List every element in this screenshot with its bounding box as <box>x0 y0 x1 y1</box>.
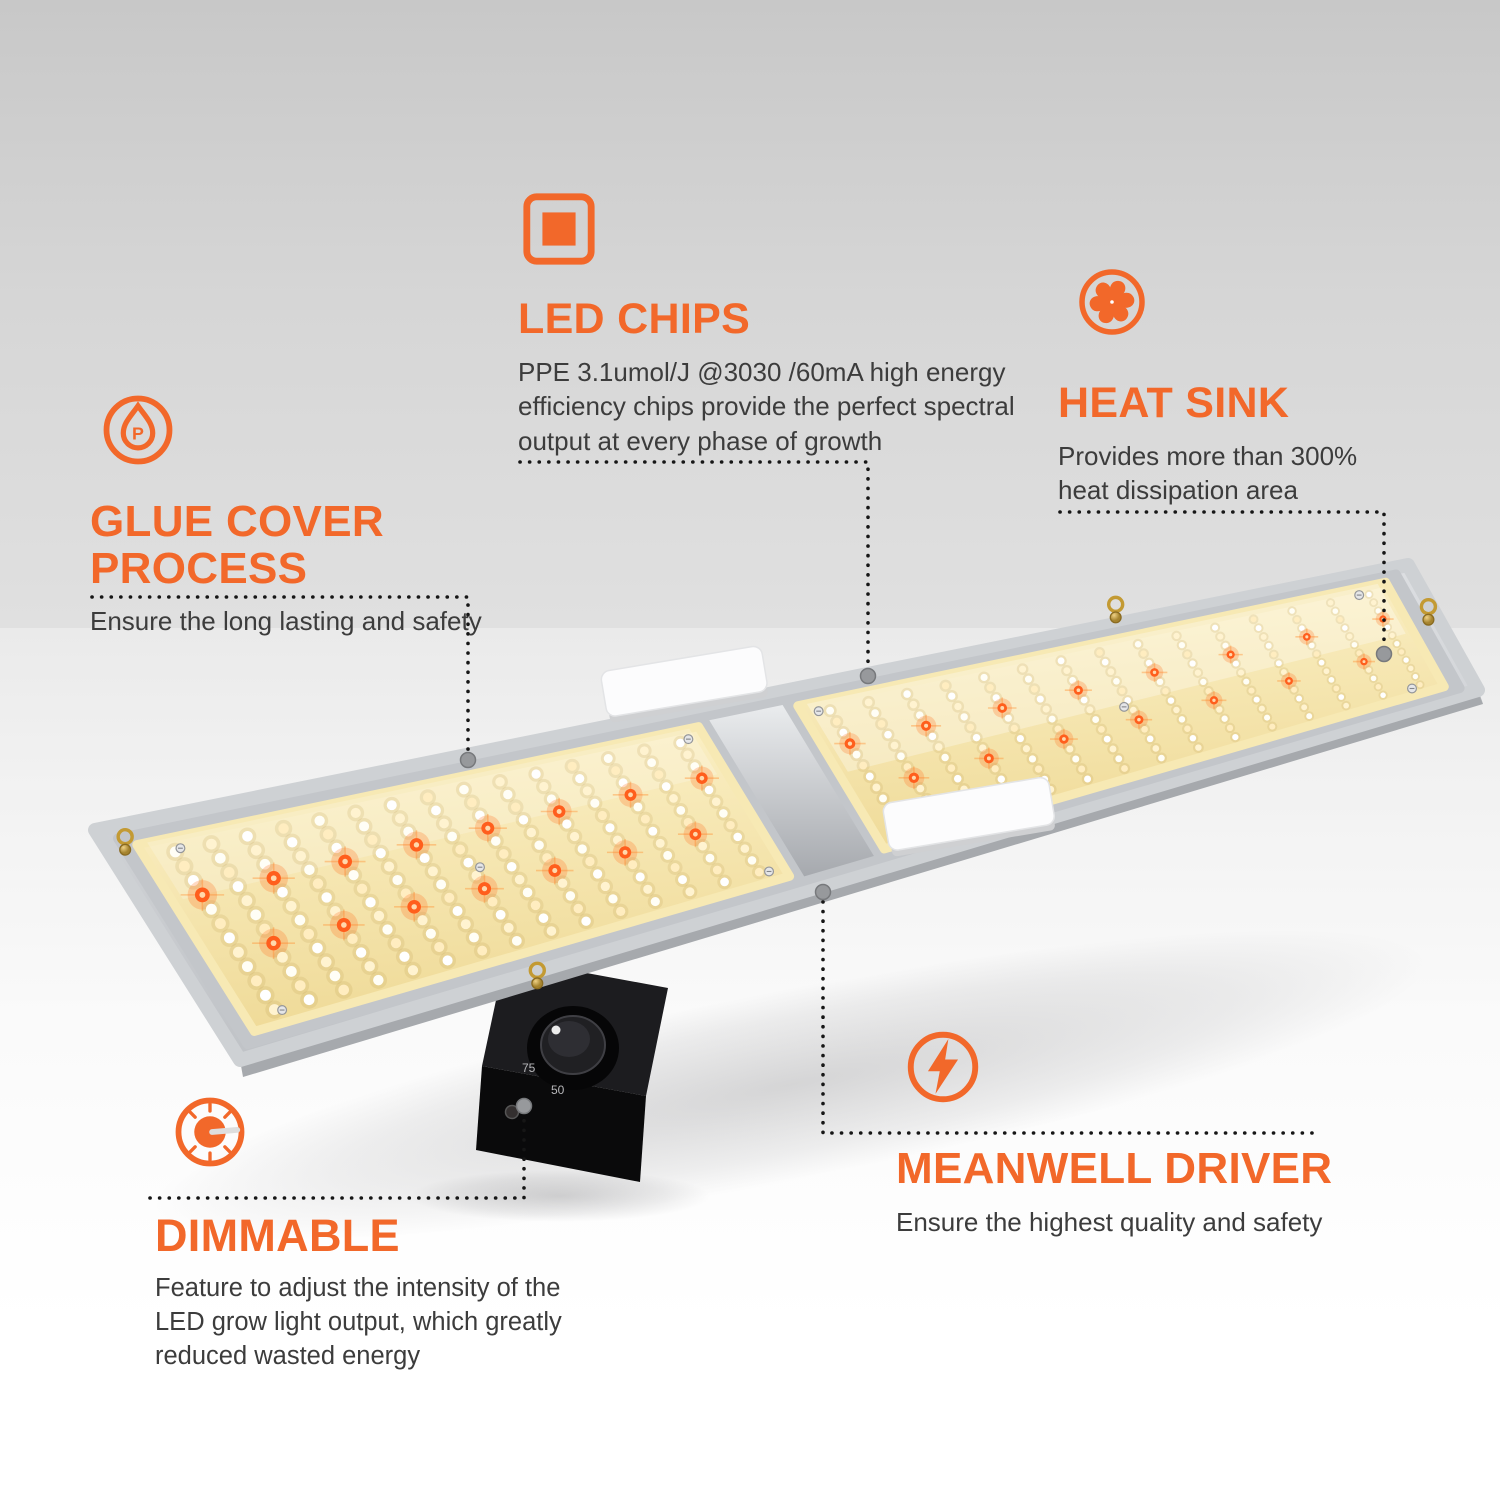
leader-heat-sink <box>1058 510 1386 648</box>
dimmer-knob-icon <box>168 1090 252 1179</box>
leader-endpoint-dots <box>459 645 1393 1115</box>
glue-icon-letter: P <box>132 423 144 443</box>
callout-dimmable: DIMMABLE Feature to adjust the intensity… <box>155 1212 585 1373</box>
dimmable-title: DIMMABLE <box>155 1210 400 1261</box>
panel-center-strip <box>709 705 874 877</box>
leader-dot-meanwell <box>814 883 832 901</box>
leader-dot-heat-sink <box>1375 645 1393 663</box>
leader-dimmable <box>148 1112 526 1200</box>
lightning-icon <box>900 1024 986 1115</box>
callout-glue-cover: P GLUE COVER PROCESS Ensure the long las… <box>90 388 570 639</box>
dimmer-scale-75: 75 <box>522 1061 536 1075</box>
leader-led-chips <box>518 460 870 670</box>
glue-cover-desc: Ensure the long lasting and safety <box>90 606 482 637</box>
dimmable-icon-wrap <box>168 1090 252 1179</box>
leader-dot-led-chips <box>859 667 877 685</box>
dimmer-knob-indicator <box>551 1025 561 1035</box>
fan-icon <box>1072 262 1410 347</box>
heat-sink-desc: Provides more than 300% heat dissipation… <box>1058 440 1358 506</box>
dimmer-front-face <box>476 1066 646 1182</box>
leader-dot-dimmable <box>515 1097 533 1115</box>
leader-lines <box>90 460 1386 1200</box>
hanging-hooks <box>116 595 1438 990</box>
board-glare-left <box>147 728 718 900</box>
meanwell-icon-wrap <box>900 1024 986 1115</box>
light-panel <box>88 558 1485 1077</box>
meanwell-desc: Ensure the highest quality and safety <box>896 1206 1323 1237</box>
callout-led-chips: LED CHIPS PPE 3.1umol/J @3030 /60mA high… <box>518 190 1018 458</box>
led-chips-title: LED CHIPS <box>518 295 751 343</box>
dimmer-scale-50: 50 <box>551 1083 565 1097</box>
led-chips-desc: PPE 3.1umol/J @3030 /60mA high energy ef… <box>518 356 1015 456</box>
leader-meanwell <box>821 898 1314 1135</box>
board-glare-right <box>806 583 1406 772</box>
led-chip-icon <box>520 190 1018 273</box>
glue-cover-title: GLUE COVER PROCESS <box>90 497 384 593</box>
panel-floor-shadow <box>151 929 1429 1241</box>
dimmer-floor-shadow <box>410 1170 710 1222</box>
leader-glue-cover <box>90 595 470 754</box>
led-board-left <box>132 722 795 1036</box>
led-board-right <box>793 577 1449 854</box>
callout-heat-sink: HEAT SINK Provides more than 300% heat d… <box>1058 262 1410 508</box>
hanger-bracket-1 <box>600 645 768 723</box>
led-array <box>166 589 1425 1019</box>
hanger-bracket-2 <box>882 776 1056 857</box>
callout-meanwell: MEANWELL DRIVER Ensure the highest quali… <box>896 1144 1376 1239</box>
dimmable-desc: Feature to adjust the intensity of the L… <box>155 1273 562 1370</box>
glue-drop-icon: P <box>96 388 570 477</box>
meanwell-title: MEANWELL DRIVER <box>896 1144 1333 1193</box>
dimmer-box: 75 50 <box>476 958 668 1182</box>
background-wall <box>0 0 1500 628</box>
leader-dot-glue-cover <box>459 751 477 769</box>
heat-sink-title: HEAT SINK <box>1058 379 1290 427</box>
